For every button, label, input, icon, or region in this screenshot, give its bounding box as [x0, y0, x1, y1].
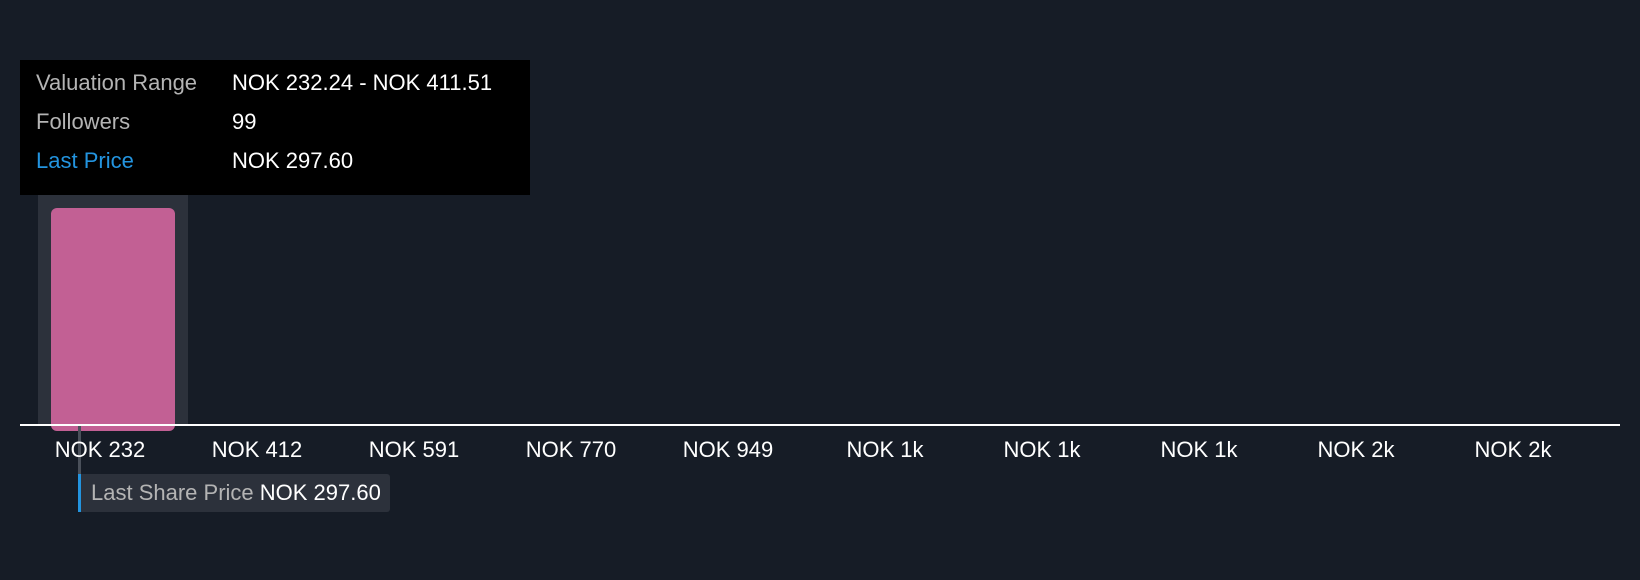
tooltip-label-last-price: Last Price [36, 148, 134, 173]
x-tick-label: NOK 770 [525, 437, 617, 462]
x-tick-label: NOK 949 [682, 437, 774, 462]
x-tick-label: NOK 1k [1160, 437, 1238, 462]
x-tick-label: NOK 1k [846, 437, 924, 462]
tooltip-value-last-price: NOK 297.60 [232, 148, 354, 173]
last-share-price-value: NOK 297.60 [259, 480, 381, 505]
x-tick-label: NOK 232 [54, 437, 146, 462]
tooltip-label-valuation-range: Valuation Range [36, 70, 198, 95]
last-share-price-label: Last Share Price NOK 297.60 [78, 474, 390, 512]
tooltip-value-followers: 99 [232, 109, 257, 134]
x-tick-label: NOK 591 [368, 437, 460, 462]
tooltip: Valuation Range NOK 232.24 - NOK 411.51 F… [20, 60, 530, 195]
x-tick-label: NOK 2k [1317, 437, 1395, 462]
x-tick-label: NOK 2k [1474, 437, 1552, 462]
x-tick-label: NOK 412 [211, 437, 303, 462]
tooltip-label-followers: Followers [36, 109, 131, 134]
x-tick-label: NOK 1k [1003, 437, 1081, 462]
last-share-price-caption: Last Share Price [91, 480, 254, 505]
bar[interactable] [51, 208, 175, 431]
tooltip-value-valuation-range: NOK 232.24 - NOK 411.51 [232, 70, 493, 95]
